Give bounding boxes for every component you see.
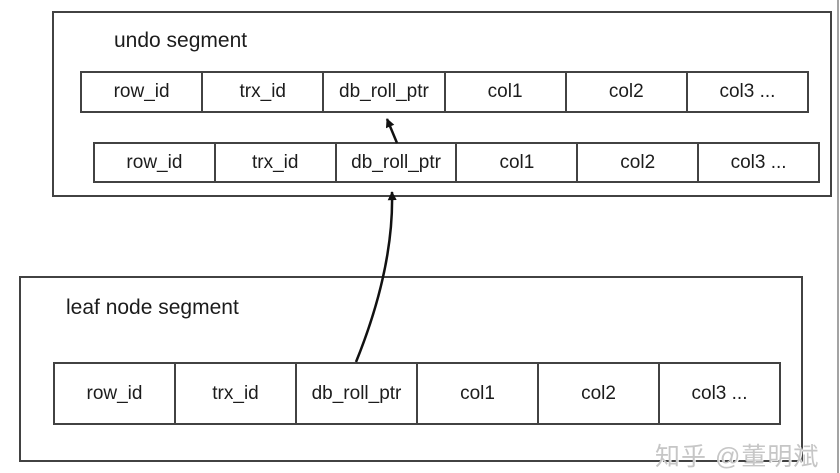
leaf-node-segment-title: leaf node segment bbox=[66, 296, 239, 319]
leaf-row: row_id trx_id db_roll_ptr col1 col2 col3… bbox=[53, 362, 781, 425]
cell-db-roll-ptr: db_roll_ptr bbox=[322, 73, 443, 111]
cell-col3: col3 ... bbox=[658, 364, 779, 423]
cell-col1: col1 bbox=[443, 73, 565, 111]
cell-trx-id: trx_id bbox=[201, 73, 322, 111]
right-edge-line bbox=[837, 0, 839, 473]
cell-trx-id: trx_id bbox=[213, 144, 335, 181]
cell-col2: col2 bbox=[537, 364, 658, 423]
cell-col3: col3 ... bbox=[697, 144, 818, 181]
cell-row-id: row_id bbox=[86, 382, 143, 404]
cell-col1: col1 bbox=[416, 364, 537, 423]
cell-col3: col3 ... bbox=[685, 73, 807, 111]
undo-row-2: row_id trx_id db_roll_ptr col1 col2 col3… bbox=[93, 142, 820, 183]
cell-col1: col1 bbox=[455, 144, 576, 181]
cell-db-roll-ptr: db_roll_ptr bbox=[295, 364, 416, 423]
cell-db-roll-ptr: db_roll_ptr bbox=[334, 144, 456, 181]
cell-col2: col2 bbox=[564, 73, 686, 111]
cell-col2: col2 bbox=[576, 144, 697, 181]
undo-segment-title: undo segment bbox=[114, 29, 248, 52]
undo-row-1: row_id trx_id db_roll_ptr col1 col2 col3… bbox=[80, 71, 809, 113]
cell-trx-id: trx_id bbox=[174, 364, 295, 423]
watermark: 知乎 @董明斌 bbox=[655, 443, 820, 471]
cell-row-id: row_id bbox=[126, 151, 183, 173]
cell-row-id: row_id bbox=[113, 81, 170, 102]
